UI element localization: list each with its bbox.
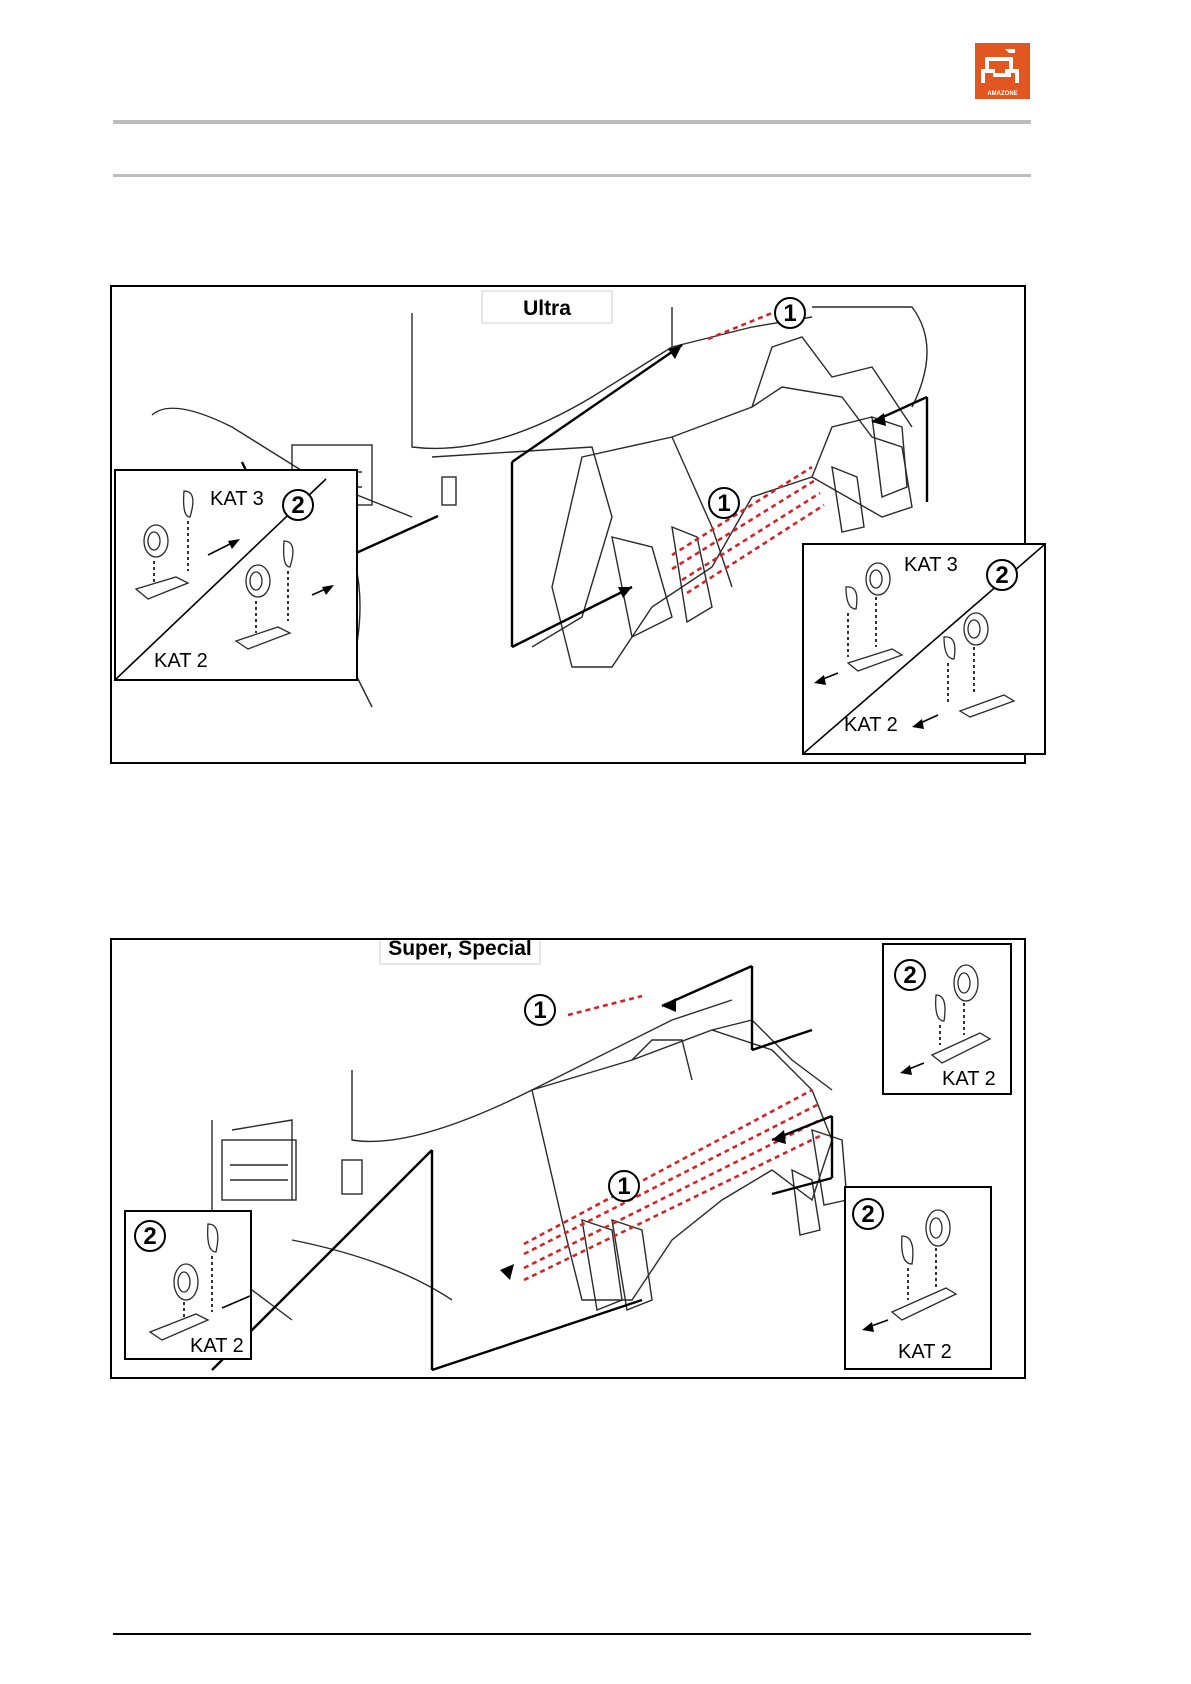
amazone-logo: AMAZONE	[975, 43, 1030, 99]
top-right-inset-super: 2 KAT 2	[882, 943, 1012, 1095]
variant-label: Ultra	[523, 297, 571, 320]
right-inset-ultra: KAT 3 KAT 2 2	[802, 543, 1046, 755]
left-inset-ultra: KAT 3 KAT 2 2	[114, 469, 358, 681]
callout-2-left: 2	[291, 492, 304, 519]
left-inset-super: 2 KAT 2	[124, 1210, 252, 1360]
kat-3-label-left: KAT 3	[210, 488, 264, 510]
callout-2-bottom-right: 2	[861, 1201, 874, 1228]
bottom-right-inset-super: 2 KAT 2	[844, 1186, 992, 1370]
callout-1-top-2: 1	[533, 997, 546, 1024]
footer-rule	[113, 1633, 1031, 1635]
variant-label-2: Super, Special	[388, 940, 532, 960]
callout-1-middle-2: 1	[617, 1173, 630, 1200]
callout-1-middle: 1	[717, 490, 730, 517]
kat-2-label-right: KAT 2	[844, 714, 898, 736]
kat-2-label-left-2: KAT 2	[190, 1335, 244, 1357]
kat-3-label-right: KAT 3	[904, 554, 958, 576]
callout-2-top-right: 2	[903, 962, 916, 989]
callout-2-right: 2	[995, 562, 1008, 589]
logo-wordmark: AMAZONE	[987, 91, 1017, 97]
kat-2-label-bottom-right: KAT 2	[898, 1341, 952, 1363]
callout-1-top: 1	[783, 300, 796, 327]
header-rule-bottom	[113, 174, 1031, 177]
figure-ultra: Ultra 1 1 KAT 3 KAT 2	[110, 285, 1026, 764]
figure-super-special: Super, Special 1 1 2 KAT 2	[110, 938, 1026, 1379]
kat-2-label-left: KAT 2	[154, 650, 208, 672]
header-rule-top	[113, 120, 1031, 124]
kat-2-label-top-right: KAT 2	[942, 1068, 996, 1090]
callout-2-left-2: 2	[143, 1223, 156, 1250]
